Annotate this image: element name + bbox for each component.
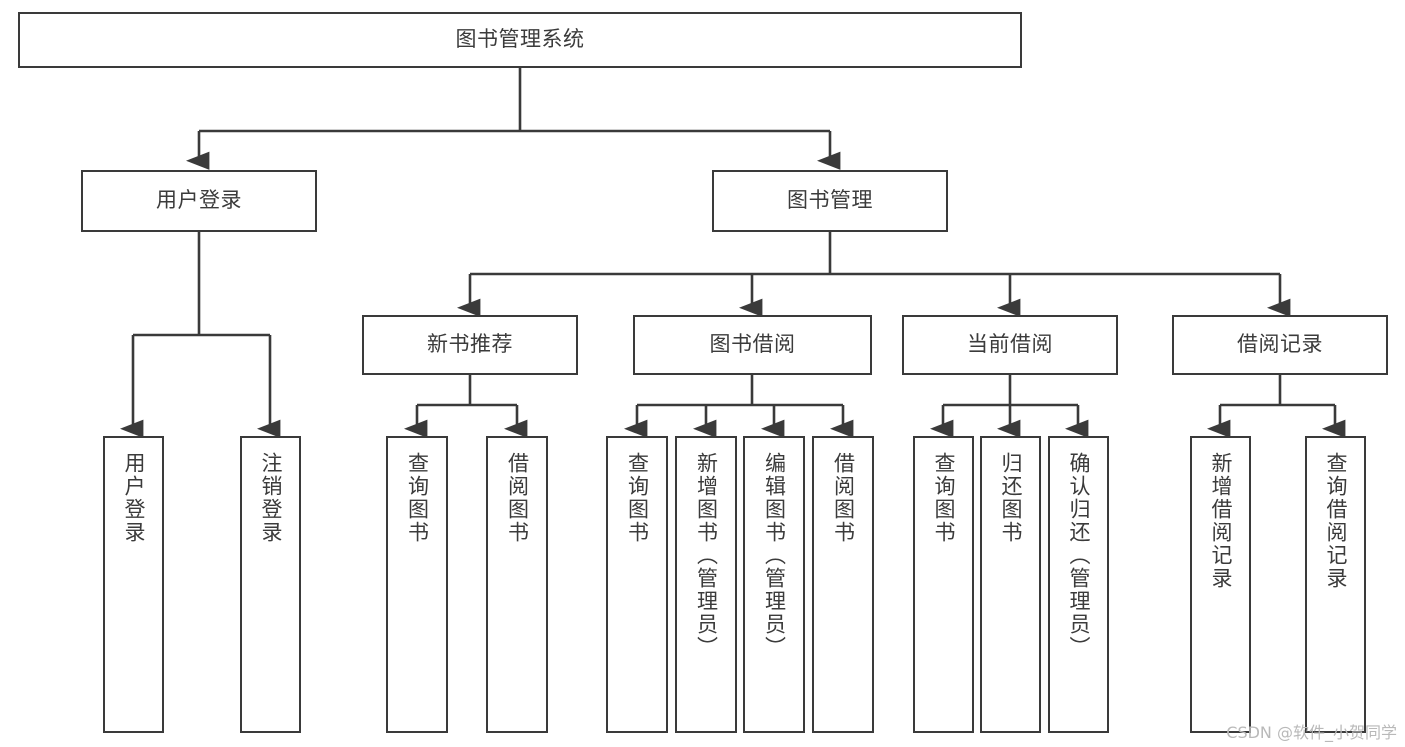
leaf-recommend-query-book-label: 查询图书 xyxy=(405,452,430,544)
node-book-borrow-label: 图书借阅 xyxy=(709,332,796,357)
node-borrow-record[interactable]: 借阅记录 xyxy=(1172,315,1388,375)
leaf-user-login-login[interactable]: 用户登录 xyxy=(103,436,164,733)
leaf-recommend-borrow-book[interactable]: 借阅图书 xyxy=(486,436,548,733)
leaf-user-login-logout-label: 注销登录 xyxy=(259,452,283,544)
node-book-management[interactable]: 图书管理 xyxy=(712,170,948,232)
leaf-user-login-login-label: 用户登录 xyxy=(122,452,146,544)
leaf-record-add-record-label: 新增借阅记录 xyxy=(1209,452,1233,590)
leaf-recommend-query-book[interactable]: 查询图书 xyxy=(386,436,448,733)
leaf-borrow-add-book[interactable]: 新增图书（管理员） xyxy=(675,436,737,733)
leaf-current-query-book[interactable]: 查询图书 xyxy=(913,436,974,733)
leaf-recommend-borrow-book-label: 借阅图书 xyxy=(505,452,530,544)
leaf-borrow-query-book-label: 查询图书 xyxy=(625,452,650,544)
leaf-current-confirm-return[interactable]: 确认归还（管理员） xyxy=(1048,436,1109,733)
leaf-borrow-add-book-label: 新增图书（管理员） xyxy=(694,452,719,659)
node-current-borrow-label: 当前借阅 xyxy=(967,332,1053,357)
node-root-label: 图书管理系统 xyxy=(455,27,585,52)
leaf-current-return-book-label: 归还图书 xyxy=(999,452,1023,544)
node-book-management-label: 图书管理 xyxy=(787,188,873,213)
watermark: CSDN @软件_小贺同学 xyxy=(1226,723,1397,742)
leaf-borrow-edit-book-label: 编辑图书（管理员） xyxy=(762,452,787,659)
node-book-borrow[interactable]: 图书借阅 xyxy=(633,315,872,375)
node-new-book-recommend-label: 新书推荐 xyxy=(427,332,513,357)
leaf-borrow-query-book[interactable]: 查询图书 xyxy=(606,436,668,733)
leaf-record-query-record[interactable]: 查询借阅记录 xyxy=(1305,436,1366,733)
leaf-borrow-borrow-book[interactable]: 借阅图书 xyxy=(812,436,874,733)
node-new-book-recommend[interactable]: 新书推荐 xyxy=(362,315,578,375)
leaf-record-add-record[interactable]: 新增借阅记录 xyxy=(1190,436,1251,733)
leaf-borrow-borrow-book-label: 借阅图书 xyxy=(831,452,856,544)
node-user-login-label: 用户登录 xyxy=(156,188,242,213)
leaf-record-query-record-label: 查询借阅记录 xyxy=(1324,452,1348,590)
leaf-current-confirm-return-label: 确认归还（管理员） xyxy=(1067,452,1091,659)
node-borrow-record-label: 借阅记录 xyxy=(1237,332,1323,357)
node-user-login[interactable]: 用户登录 xyxy=(81,170,317,232)
leaf-borrow-edit-book[interactable]: 编辑图书（管理员） xyxy=(743,436,805,733)
leaf-current-query-book-label: 查询图书 xyxy=(932,452,956,544)
node-root[interactable]: 图书管理系统 xyxy=(18,12,1022,68)
leaf-user-login-logout[interactable]: 注销登录 xyxy=(240,436,301,733)
leaf-current-return-book[interactable]: 归还图书 xyxy=(980,436,1041,733)
node-current-borrow[interactable]: 当前借阅 xyxy=(902,315,1118,375)
